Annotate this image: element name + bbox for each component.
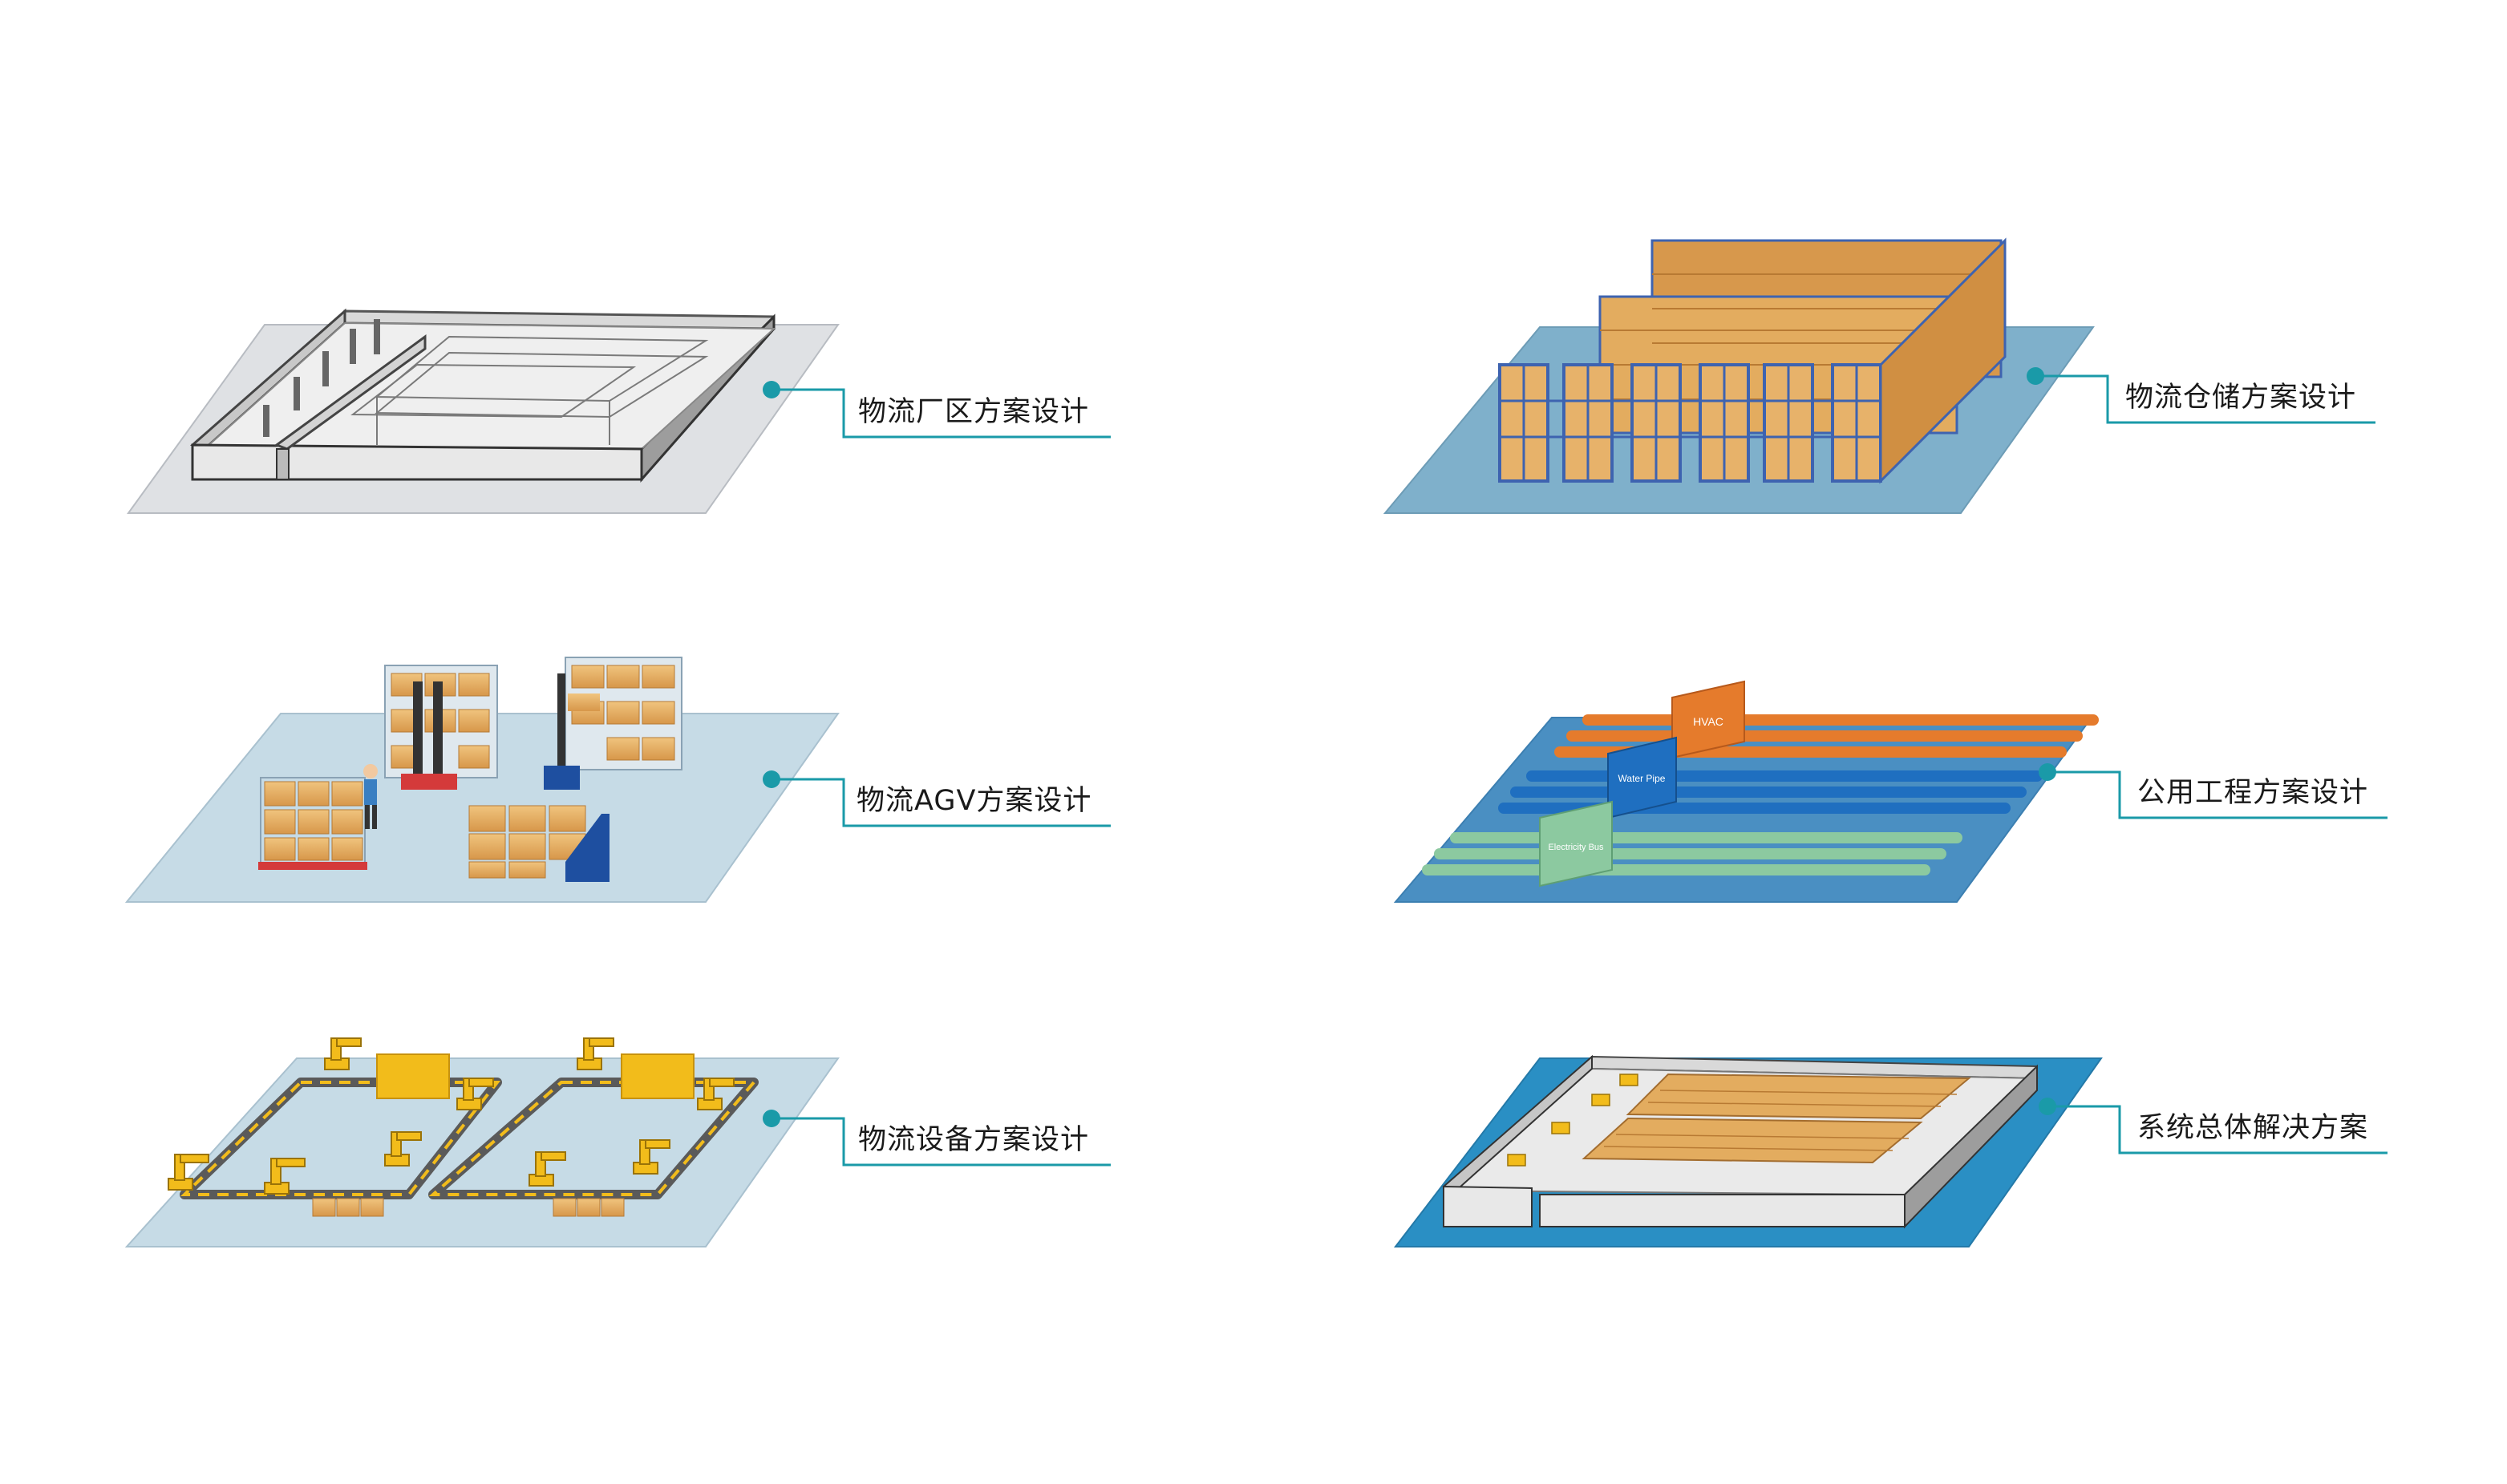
- agv-illustration: [124, 657, 840, 903]
- equipment-illustration: [124, 1037, 840, 1247]
- connector-line-3: [772, 1117, 1111, 1167]
- overall-solution-illustration: [1393, 1054, 2103, 1247]
- utility-illustration: HVAC Water Pipe Electricity Bus: [1393, 680, 2099, 903]
- robot-arm: [633, 1139, 670, 1175]
- robot-arm: [456, 1078, 494, 1110]
- robot-arm: [697, 1078, 735, 1110]
- shelf-2: [565, 657, 682, 770]
- water-pipe-label: Water Pipe: [1618, 773, 1666, 784]
- connector-line-4: [2035, 374, 2375, 424]
- hvac-box: HVAC: [1671, 680, 1745, 759]
- cart-with-boxes: [258, 777, 367, 870]
- worker: [363, 764, 378, 829]
- robot-arm: [324, 1037, 362, 1070]
- wall-front-left: [1443, 1185, 1533, 1227]
- station-2: [621, 1053, 695, 1099]
- robot-arm: [529, 1151, 566, 1187]
- wall-front-right: [1539, 1194, 1906, 1227]
- connector-line-6: [2047, 1105, 2388, 1154]
- label-warehouse-design: 物流仓储方案设计: [2125, 382, 2357, 414]
- robot-arm: [264, 1158, 306, 1195]
- logistics-park-illustration: [127, 308, 840, 514]
- rack-front: [1498, 237, 2007, 484]
- robot-arm: [577, 1037, 614, 1070]
- label-logistics-park-design: 物流厂区方案设计: [858, 396, 1090, 428]
- forklift-agv-red: [401, 681, 457, 790]
- partition-front: [276, 448, 290, 480]
- robot-arm: [384, 1131, 422, 1167]
- electricity-bus-box: Electricity Bus: [1539, 800, 1613, 888]
- station-1: [376, 1053, 450, 1099]
- label-overall-solution: 系统总体解决方案: [2137, 1112, 2369, 1144]
- connector-line-2: [772, 778, 1111, 827]
- hvac-label: HVAC: [1693, 715, 1723, 728]
- label-agv-design: 物流AGV方案设计: [857, 785, 1092, 817]
- electricity-bus-label: Electricity Bus: [1548, 843, 1604, 852]
- pallet-agv: [468, 805, 610, 882]
- connector-line-5: [2047, 770, 2388, 819]
- label-equipment-design: 物流设备方案设计: [858, 1124, 1090, 1156]
- connector-line-1: [772, 388, 1111, 439]
- partition-wall: [273, 334, 427, 451]
- wall-front: [191, 443, 643, 481]
- water-pipe-box: Water Pipe: [1607, 736, 1677, 819]
- forklift-agv-blue: [544, 673, 600, 790]
- label-utility-design: 公用工程方案设计: [2137, 777, 2369, 809]
- warehouse-illustration: [1383, 237, 2095, 514]
- robot-arm: [168, 1154, 209, 1191]
